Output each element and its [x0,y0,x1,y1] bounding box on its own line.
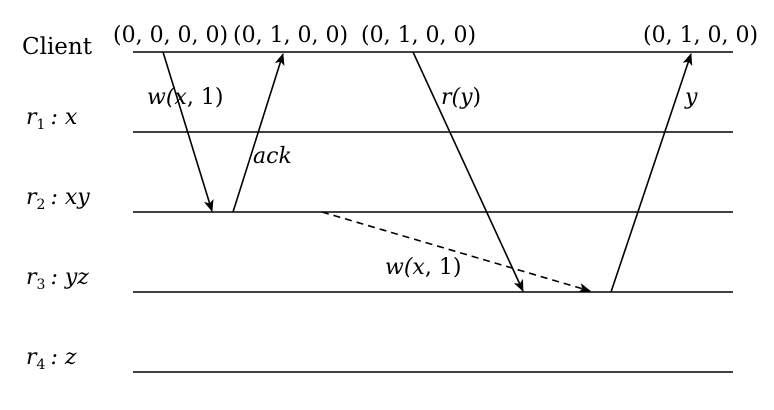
client-label: Client [22,34,93,60]
read-reply-label: y [684,85,698,110]
write-request-arrow [162,51,214,212]
read-reply-arrow [610,53,693,293]
vector-clock-1: (0, 0, 0, 0) [113,23,228,48]
propagation-arrow [321,211,591,293]
vector-clock-3: (0, 1, 0, 0) [361,23,476,48]
read-request-arrow [412,51,524,292]
vector-clock-4: (0, 1, 0, 0) [643,23,758,48]
replica-4-label: r4: z [26,345,77,373]
propagation-label: w(x, 1) [385,255,461,280]
replica-1-label: r1: x [26,105,78,133]
read-request-label: r(y) [441,85,481,110]
ack-arrow [232,53,285,213]
ack-label: ack [253,144,292,169]
replica-3-label: r3: yz [26,265,89,293]
replica-2-label: r2: xy [26,185,90,213]
vector-clock-2: (0, 1, 0, 0) [233,23,348,48]
write-request-label: w(x, 1) [147,85,223,110]
